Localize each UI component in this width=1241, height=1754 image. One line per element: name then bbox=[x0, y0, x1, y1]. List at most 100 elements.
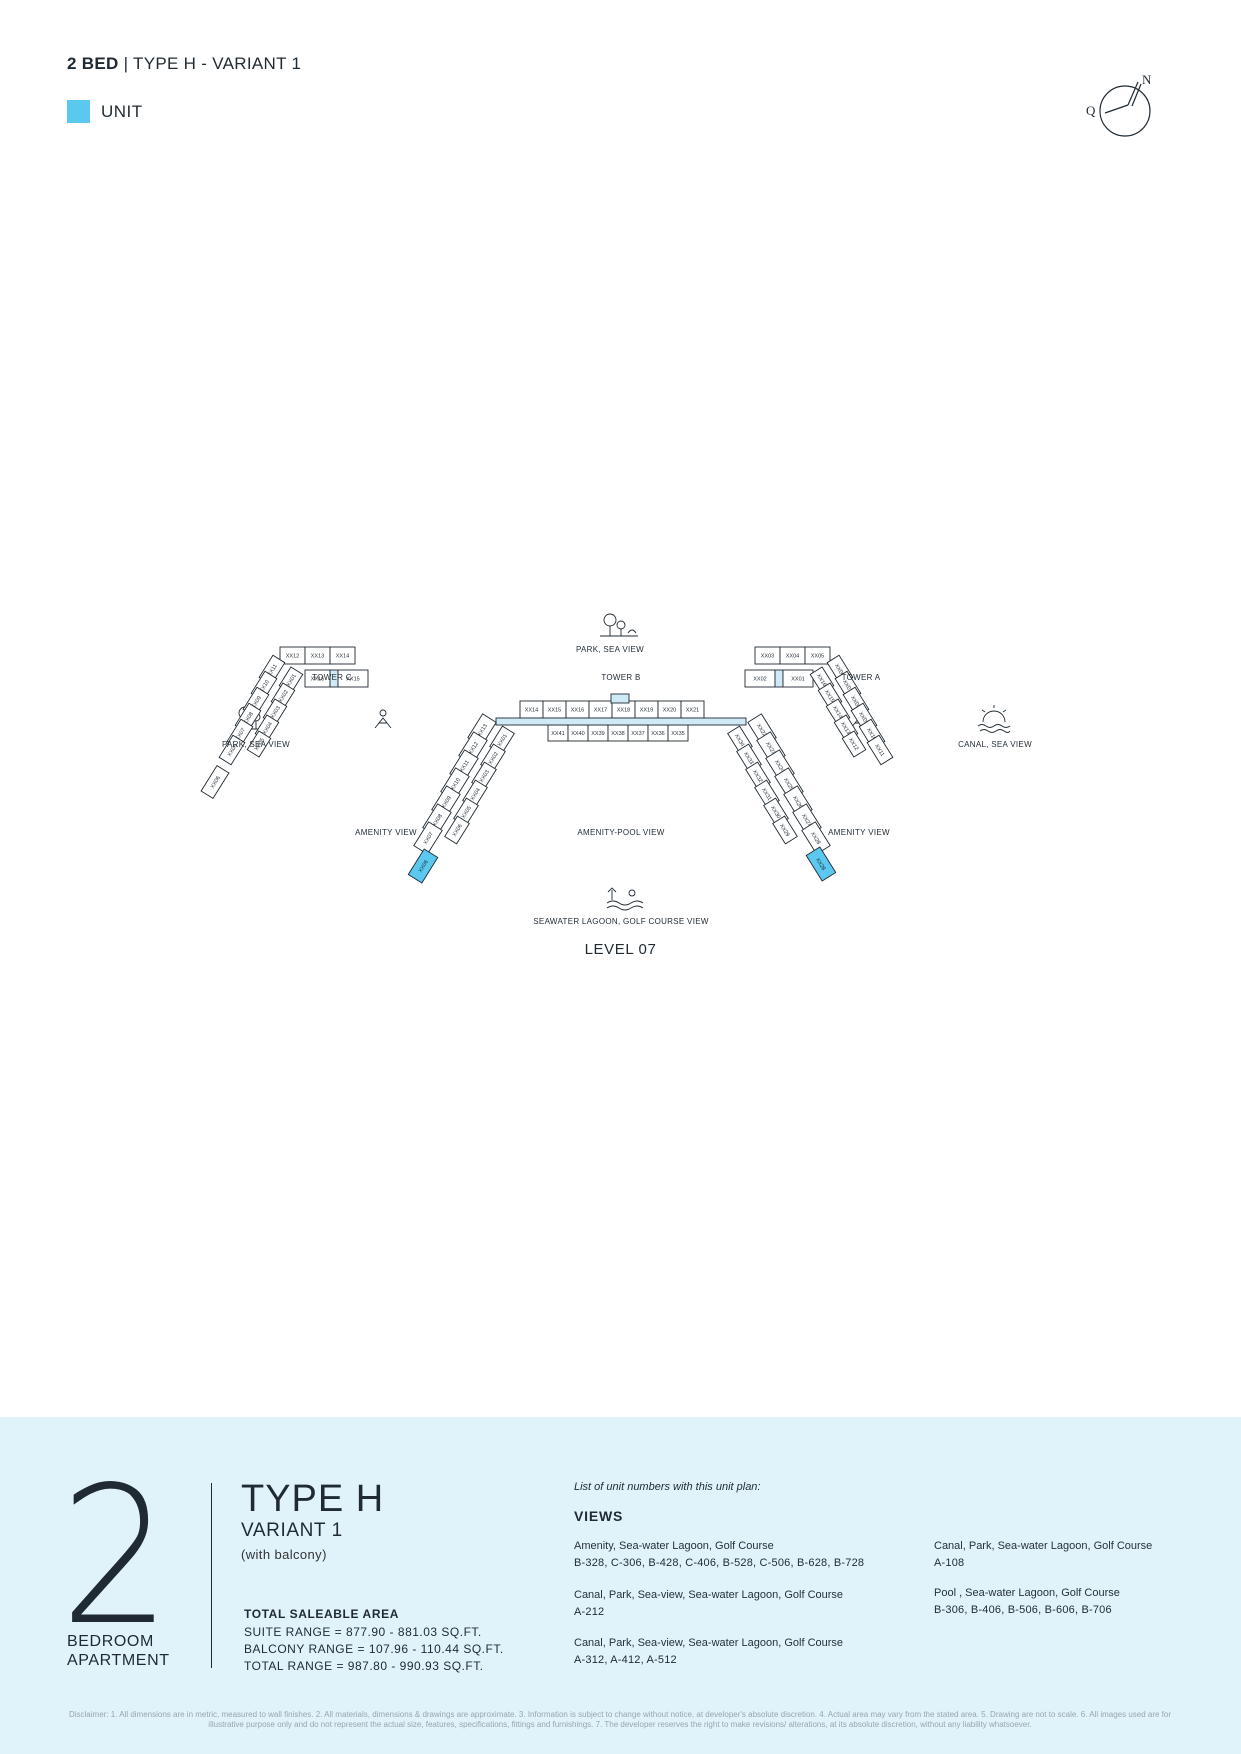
unit-cell: XX17 bbox=[588, 700, 613, 719]
view-right-label: CANAL, SEA VIEW bbox=[958, 740, 1032, 749]
suite-range: SUITE RANGE = 877.90 - 881.03 SQ.FT. bbox=[244, 1625, 482, 1639]
unit-cell: XX29 bbox=[772, 815, 798, 845]
unit-list-header: List of unit numbers with this unit plan… bbox=[574, 1481, 761, 1493]
svg-text:XX15: XX15 bbox=[346, 677, 359, 683]
unit-cell: XX05 bbox=[246, 730, 272, 758]
amenity-pool-label: AMENITY-POOL VIEW bbox=[577, 828, 664, 837]
view-bottom-label: SEAWATER LAGOON, GOLF COURSE VIEW bbox=[533, 917, 709, 926]
unit-cell: XX35 bbox=[667, 724, 689, 742]
view-group: Canal, Park, Sea-water Lagoon, Golf Cour… bbox=[934, 1540, 1153, 1569]
legend: UNIT bbox=[67, 100, 143, 123]
svg-text:XX14: XX14 bbox=[525, 708, 538, 714]
unit-cell: XX28 bbox=[805, 846, 837, 882]
unit-cell: XX20 bbox=[657, 700, 682, 719]
svg-text:XX40: XX40 bbox=[571, 731, 584, 737]
unit-cell: XX13 bbox=[304, 646, 331, 665]
legend-unit-swatch bbox=[67, 100, 90, 123]
view-group: Amenity, Sea-water Lagoon, Golf Course B… bbox=[574, 1540, 865, 1569]
variant-title: VARIANT 1 bbox=[241, 1520, 343, 1541]
unit-cell: XX15 bbox=[337, 669, 369, 688]
divider bbox=[211, 1483, 212, 1668]
svg-text:XX04: XX04 bbox=[786, 654, 799, 660]
view-group: Pool , Sea-water Lagoon, Golf Course B-3… bbox=[934, 1587, 1120, 1616]
svg-text:XX18: XX18 bbox=[617, 708, 630, 714]
lagoon-icon bbox=[606, 887, 644, 911]
compass-icon: N Q bbox=[1086, 72, 1152, 137]
unit-cell: XX06 bbox=[200, 764, 230, 800]
tower-c-label: TOWER C bbox=[312, 673, 352, 682]
legend-unit-label: UNIT bbox=[101, 101, 143, 121]
svg-text:XX17: XX17 bbox=[594, 708, 607, 714]
disclaimer: Disclaimer: 1. All dimensions are in met… bbox=[68, 1710, 1172, 1729]
unit-cell: XX16 bbox=[565, 700, 590, 719]
unit-cell: XX05 bbox=[804, 646, 831, 665]
unit-cell: XX41 bbox=[547, 724, 569, 742]
park-icon bbox=[600, 613, 638, 637]
unit-cell: XX28 bbox=[801, 821, 831, 855]
unit-cell: XX07 bbox=[413, 821, 443, 855]
amenity-right-label: AMENITY VIEW bbox=[828, 828, 890, 837]
unit-cell: XX12 bbox=[841, 730, 867, 758]
unit-cell: XX21 bbox=[680, 700, 705, 719]
bedroom-count: 2 bbox=[60, 1446, 172, 1667]
svg-text:XX36: XX36 bbox=[651, 731, 664, 737]
svg-text:XX01: XX01 bbox=[791, 677, 804, 683]
info-panel bbox=[0, 1417, 1241, 1754]
svg-text:XX12: XX12 bbox=[286, 654, 299, 660]
unit-cell: XX11 bbox=[866, 734, 894, 766]
svg-text:XX19: XX19 bbox=[640, 708, 653, 714]
unit-cell: XX38 bbox=[607, 724, 629, 742]
unit-cell: XX19 bbox=[634, 700, 659, 719]
unit-cell: XX14 bbox=[519, 700, 544, 719]
unit-cell: XX18 bbox=[611, 700, 636, 719]
level-label: LEVEL 07 bbox=[584, 941, 657, 958]
unit-cell: XX39 bbox=[587, 724, 609, 742]
svg-text:XX16: XX16 bbox=[311, 677, 324, 683]
svg-text:XX15: XX15 bbox=[548, 708, 561, 714]
svg-text:XX41: XX41 bbox=[551, 731, 564, 737]
compass-q-label: Q bbox=[1086, 103, 1096, 118]
unit-cell: XX40 bbox=[567, 724, 589, 742]
unit-cell: XX15 bbox=[542, 700, 567, 719]
svg-text:XX13: XX13 bbox=[311, 654, 324, 660]
svg-text:XX20: XX20 bbox=[663, 708, 676, 714]
corridor bbox=[495, 717, 747, 726]
canal-sun-icon bbox=[977, 705, 1011, 733]
bedroom-apartment-label: BEDROOM APARTMENT bbox=[67, 1633, 170, 1669]
unit-cell: XX04 bbox=[779, 646, 806, 665]
unit-cell: XX12 bbox=[279, 646, 306, 665]
svg-text:XX38: XX38 bbox=[611, 731, 624, 737]
unit-cell: XX14 bbox=[329, 646, 356, 665]
view-top-label: PARK, SEA VIEW bbox=[576, 645, 644, 654]
view-group: Canal, Park, Sea-view, Sea-water Lagoon,… bbox=[574, 1637, 844, 1666]
svg-text:XX03: XX03 bbox=[761, 654, 774, 660]
svg-text:XX35: XX35 bbox=[671, 731, 684, 737]
unit-cell: XX03 bbox=[754, 646, 781, 665]
page-title: 2 BED | TYPE H - VARIANT 1 bbox=[67, 54, 302, 73]
type-title: TYPE H bbox=[241, 1478, 385, 1520]
amenity-icon bbox=[374, 709, 392, 729]
tower-b-label: TOWER B bbox=[601, 673, 640, 682]
unit-cell: XX06 bbox=[444, 815, 470, 845]
unit-cell: XX37 bbox=[627, 724, 649, 742]
views-title: VIEWS bbox=[574, 1508, 624, 1524]
unit-cell: XX36 bbox=[647, 724, 669, 742]
unit-cell bbox=[774, 669, 784, 688]
view-group: Canal, Park, Sea-view, Sea-water Lagoon,… bbox=[574, 1589, 844, 1618]
amenity-left-label: AMENITY VIEW bbox=[355, 828, 417, 837]
svg-text:XX16: XX16 bbox=[571, 708, 584, 714]
balcony-range: BALCONY RANGE = 107.96 - 110.44 SQ.FT. bbox=[244, 1642, 504, 1656]
tower-a-label: TOWER A bbox=[842, 673, 881, 682]
svg-text:XX02: XX02 bbox=[753, 677, 766, 683]
unit-cell: XX02 bbox=[744, 669, 776, 688]
svg-text:XX21: XX21 bbox=[686, 708, 699, 714]
svg-text:XX14: XX14 bbox=[336, 654, 349, 660]
svg-text:XX39: XX39 bbox=[591, 731, 604, 737]
compass-n-label: N bbox=[1142, 72, 1152, 87]
total-saleable-area-title: TOTAL SALEABLE AREA bbox=[244, 1607, 399, 1621]
with-balcony-note: (with balcony) bbox=[241, 1547, 327, 1562]
view-left-label: PARK, SEA VIEW bbox=[222, 740, 290, 749]
unit-cell bbox=[610, 693, 630, 704]
total-range: TOTAL RANGE = 987.80 - 990.93 SQ.FT. bbox=[244, 1659, 484, 1673]
svg-text:XX37: XX37 bbox=[631, 731, 644, 737]
